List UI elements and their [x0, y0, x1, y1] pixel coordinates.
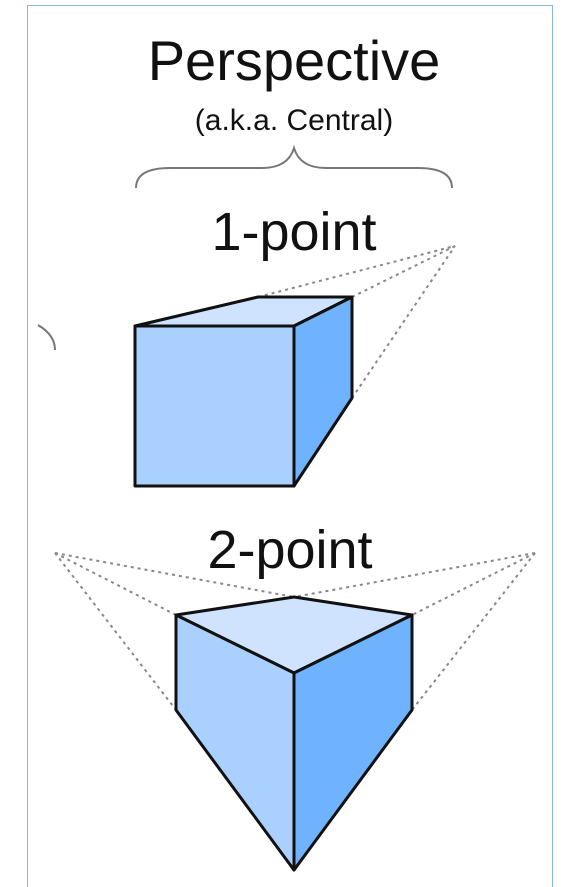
cube-front-face	[133, 324, 296, 488]
two-point-cube	[174, 595, 414, 872]
side-brace-fragment	[37, 324, 56, 351]
panel-border	[27, 5, 553, 887]
two-point-vanishing-lines	[54, 552, 536, 711]
one-point-label: 1-point	[211, 202, 376, 262]
one-point-cube	[133, 295, 354, 488]
title: Perspective	[148, 29, 441, 92]
cube-side-face	[292, 295, 354, 488]
grouping-brace	[135, 144, 453, 189]
one-point-vanishing-lines	[257, 245, 456, 399]
two-point-label: 2-point	[207, 520, 372, 580]
cube-right-face	[292, 613, 414, 872]
subtitle: (a.k.a. Central)	[195, 104, 393, 137]
